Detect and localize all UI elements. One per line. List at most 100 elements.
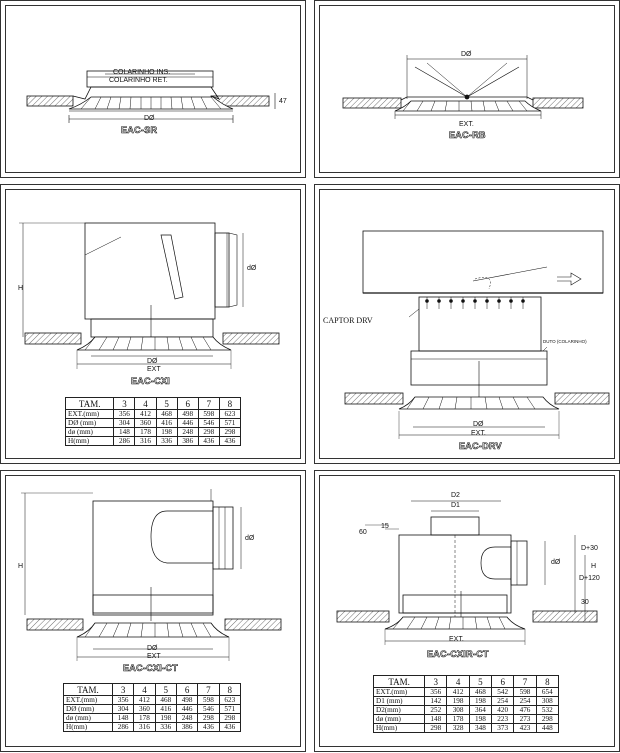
table-cell: H(mm) [64,436,115,446]
table-header-cell: TAM. [372,675,426,688]
table-header-cell: 5 [154,683,177,696]
table-cell: 336 [155,436,178,446]
label-d1: D1 [451,502,460,509]
label-ext: EXT [147,653,161,660]
title-eac-cxi: EAC-CXI [131,376,171,387]
label-ext: EXT. [471,430,486,437]
table-cell: 532 [535,705,560,715]
table-cell: 416 [155,418,178,428]
title-eac-rb: EAC-RB [449,130,486,141]
drawing-eac-cxir-ct [336,500,598,645]
table-cell: 571 [218,704,242,714]
table-cell: 446 [176,418,199,428]
table-cell: 298 [197,427,220,437]
table-cell: dø (mm) [63,713,113,723]
table-header-cell: 6 [176,397,199,410]
table-cell: 304 [113,418,136,428]
table-cell: 436 [218,722,242,732]
table-header-cell: 4 [446,675,470,688]
table-cell: 198 [154,713,177,723]
label-ext: EXT [147,366,161,373]
table-header-cell: 3 [424,675,448,688]
table-cell: 446 [175,704,199,714]
table-cell: H(mm) [63,722,113,732]
label-dim-15: 15 [381,523,389,530]
table-header-cell: 3 [111,683,135,696]
table-cell: 420 [491,705,515,715]
table-cell: H(mm) [372,723,426,733]
panel-eac-cxir-ct: D2 D1 60 15 dØ D+30 H D+120 30 EXT. EAC-… [314,470,620,752]
table-cell: 252 [424,705,448,715]
table-header-cell: TAM. [63,683,113,696]
label-dimension-d: DØ [147,645,158,652]
label-duct-collar: DUTO (COLARINHO) [543,339,587,344]
table-cell: 436 [197,436,220,446]
table-cell: 468 [468,687,493,697]
table-cell: 356 [113,409,136,419]
label-collar-ins: COLARINHO INS. [113,69,171,76]
drawing-eac-cxi [19,222,280,369]
label-ext: EXT. [459,121,474,128]
label-dimension-d: DØ [144,115,155,122]
table-cell: 148 [113,427,136,437]
panel-frame [319,5,615,173]
table-cell: 308 [446,705,470,715]
table-cell: 142 [424,696,448,706]
panel-frame [319,475,615,747]
label-height: H [591,563,597,570]
table-cell: 178 [134,427,157,437]
table-cell: 248 [176,427,199,437]
table-header-cell: 7 [197,683,220,696]
table-cell: 498 [176,409,199,419]
table-cell: 223 [491,714,515,724]
label-duct-diameter: dØ [247,265,257,272]
label-collar-ret: COLARINHO RET. [109,77,168,84]
table-header-cell: 4 [133,683,156,696]
label-dimension-d: DØ [473,421,484,428]
label-duct-diameter: dØ [551,559,561,566]
table-cell: 348 [468,723,493,733]
table-cell: EXT.(mm) [372,687,426,697]
table-cell: 286 [113,436,136,446]
table-cell: 386 [176,436,199,446]
table-cell: 328 [446,723,470,733]
table-cell: 598 [513,687,537,697]
table-cell: dø (mm) [372,714,426,724]
drawing-eac-sr [26,70,276,123]
table-cell: D1 (mm) [372,696,426,706]
label-height: H [18,563,24,570]
title-eac-cxi-ct: EAC-CXI-CT [123,663,178,674]
table-cell: 198 [468,696,493,706]
table-cell: 316 [134,436,157,446]
label-duct-diameter: dØ [245,535,255,542]
table-cell: 598 [197,409,220,419]
label-ext: EXT. [449,636,464,643]
table-cell: D2(mm) [372,705,426,715]
label-dimension-d: DØ [461,51,472,58]
table-cell: 286 [111,722,135,732]
table-cell: 148 [424,714,448,724]
table-cell: 298 [218,427,242,437]
label-height: H [18,285,24,292]
table-cell: 304 [111,704,135,714]
panel-frame [319,189,615,459]
table-cell: DØ (mm) [63,704,113,714]
table-cell: 498 [175,695,199,705]
table-cell: 336 [154,722,177,732]
table-cell: 356 [424,687,448,697]
table-cell: 412 [133,695,156,705]
title-eac-sr: EAC-SR [121,125,158,136]
table-header-cell: 5 [155,397,178,410]
panel-eac-rb: DØ EXT. EAC-RB [314,0,620,178]
table-cell: 298 [424,723,448,733]
